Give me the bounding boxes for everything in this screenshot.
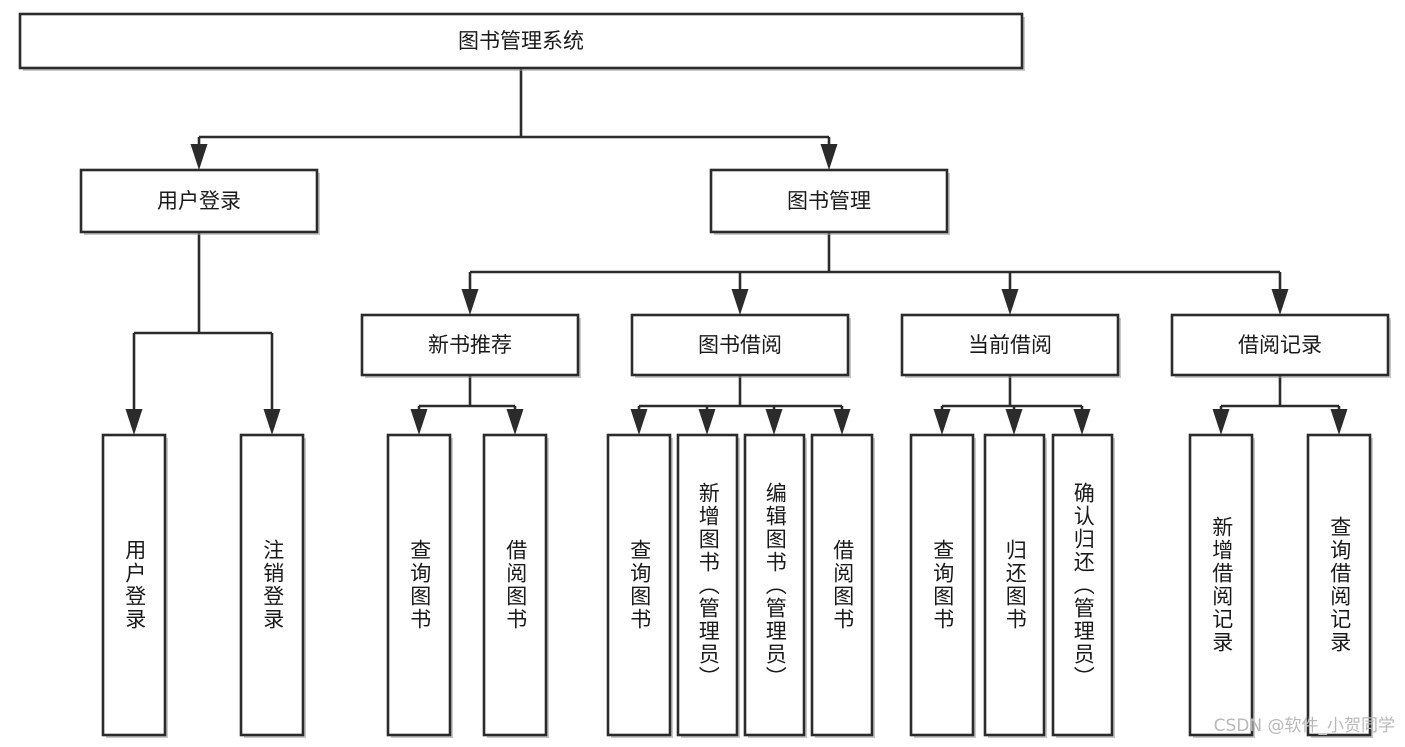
node-borrow-record[interactable]: 借阅记录 (1170, 313, 1391, 378)
node-label: 新书推荐 (428, 333, 512, 357)
node-leaf-logout[interactable] (239, 433, 306, 738)
node-box[interactable] (900, 313, 1120, 377)
connector-root (190, 68, 838, 170)
node-box[interactable] (676, 433, 739, 737)
arrow-head (506, 409, 524, 435)
node-user-login[interactable]: 用户登录 (79, 168, 320, 235)
arrow-head (1001, 289, 1019, 315)
node-leaf-query-book-1[interactable] (386, 433, 453, 738)
node-book-manage[interactable]: 图书管理 (709, 168, 950, 235)
arrow-head (461, 289, 479, 315)
node-label: 当前借阅 (968, 333, 1052, 357)
arrow-head (1005, 409, 1023, 435)
node-box[interactable] (101, 433, 167, 737)
csdn-watermark: CSDN @软件_小贺同学 (1214, 716, 1395, 736)
connector-current-borrow (933, 375, 1091, 435)
arrow-head (1330, 409, 1348, 435)
node-leaf-user-login[interactable] (101, 433, 168, 738)
arrow-head (190, 144, 208, 170)
node-leaf-borrow-book-2[interactable] (810, 433, 875, 738)
node-box[interactable] (360, 313, 580, 377)
node-box[interactable] (983, 433, 1046, 737)
node-box[interactable] (1170, 313, 1390, 377)
node-box[interactable] (630, 313, 850, 377)
arrow-head (410, 409, 428, 435)
connector-user-login (125, 232, 281, 435)
node-label: 图书管理系统 (458, 29, 584, 53)
node-book-borrow[interactable]: 图书借阅 (630, 313, 851, 378)
arrow-head (933, 409, 951, 435)
node-label: 图书管理 (787, 189, 871, 213)
node-box[interactable] (386, 433, 452, 737)
node-new-book-recommend[interactable]: 新书推荐 (360, 313, 581, 378)
connector-book-manage (461, 232, 1289, 315)
node-current-borrow[interactable]: 当前借阅 (900, 313, 1121, 378)
node-box[interactable] (709, 168, 949, 234)
node-leaf-borrow-book-1[interactable] (482, 433, 549, 738)
node-box[interactable] (810, 433, 874, 737)
node-leaf-query-book-3[interactable] (909, 433, 976, 738)
node-leaf-edit-book-admin[interactable] (743, 433, 807, 738)
node-leaf-query-book-2[interactable] (606, 433, 673, 738)
connector-borrow-record (1212, 375, 1348, 435)
node-box[interactable] (1306, 433, 1372, 737)
node-leaf-add-borrow-record[interactable] (1188, 433, 1255, 738)
arrow-head (1271, 289, 1289, 315)
node-root[interactable]: 图书管理系统 (18, 12, 1025, 71)
node-label: 图书借阅 (698, 333, 782, 357)
connector-layer (125, 68, 1348, 435)
arrow-head (698, 409, 716, 435)
arrow-head (630, 409, 648, 435)
arrow-head (833, 409, 851, 435)
node-box[interactable] (79, 168, 319, 234)
node-label: 借阅记录 (1238, 333, 1322, 357)
node-leaf-return-book[interactable] (983, 433, 1047, 738)
arrow-head (1212, 409, 1230, 435)
arrow-head (125, 409, 143, 435)
connector-new-book-recommend (410, 375, 524, 435)
node-leaf-add-book-admin[interactable] (676, 433, 740, 738)
node-box[interactable] (239, 433, 305, 737)
arrow-head (820, 144, 838, 170)
node-box[interactable] (18, 12, 1024, 70)
node-box[interactable] (1188, 433, 1254, 737)
arrow-head (731, 289, 749, 315)
node-box[interactable] (482, 433, 548, 737)
arrow-head (263, 409, 281, 435)
node-box[interactable] (1051, 433, 1114, 737)
node-leaf-query-borrow-record[interactable] (1306, 433, 1373, 738)
node-leaf-confirm-return-admin[interactable] (1051, 433, 1115, 738)
arrow-head (1073, 409, 1091, 435)
node-box[interactable] (909, 433, 975, 737)
node-label: 用户登录 (157, 189, 241, 213)
connector-book-borrow (630, 375, 851, 435)
node-box[interactable] (606, 433, 672, 737)
arrow-head (765, 409, 783, 435)
node-box[interactable] (743, 433, 806, 737)
